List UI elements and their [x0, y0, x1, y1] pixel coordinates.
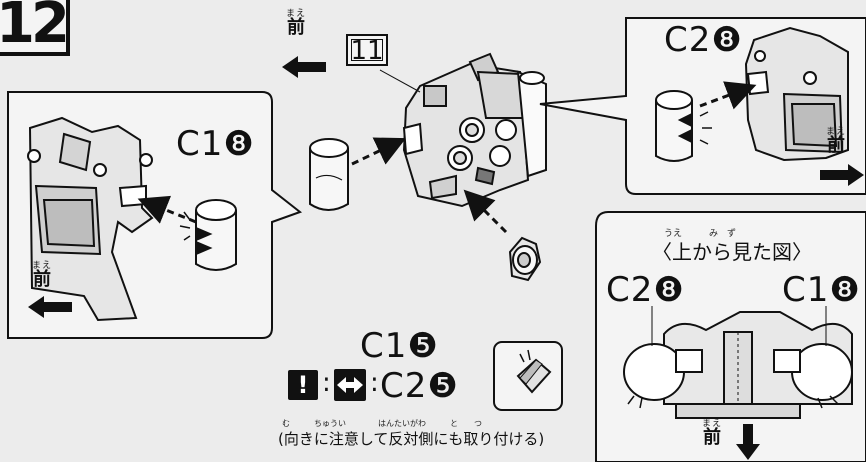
exclamation-icon: !	[288, 370, 318, 400]
step-number: 12	[0, 0, 70, 56]
torso-assembly	[402, 52, 547, 208]
direction-arrow-icon	[820, 164, 864, 186]
front-arrow-right	[820, 164, 864, 186]
reference-step-box: 11	[346, 34, 388, 66]
front-arrow-top	[282, 56, 326, 78]
front-label-right: まえ 前	[826, 128, 846, 155]
note-text: (向きに注意して反対側にも取り付ける)	[278, 430, 545, 448]
right-shoulder-part	[744, 26, 849, 162]
top-view-label-c2-8: C2❽	[606, 270, 685, 310]
front-label-ruby: まえ	[286, 9, 307, 19]
front-label-ruby: まえ	[702, 419, 723, 429]
front-label-text: 前	[703, 427, 721, 448]
front-label-text: 前	[33, 269, 51, 290]
front-label-bottom: まえ 前	[702, 420, 722, 447]
direction-arrow-icon	[736, 424, 760, 460]
front-label-ruby: まえ	[32, 261, 53, 271]
part-code-c1-8: C1❽	[176, 124, 255, 164]
part-code-c1-5: C1❺	[360, 326, 439, 366]
top-view-label-c1-8: C1❽	[782, 270, 861, 310]
front-arrow-left	[28, 296, 72, 318]
front-label-ruby: まえ	[826, 127, 847, 137]
cap-part	[508, 236, 542, 282]
flip-direction-icon	[334, 369, 366, 401]
direction-arrow-icon	[282, 56, 326, 78]
top-view-title: 〈上から見た図〉	[652, 240, 812, 264]
part-code-c2-5: C2❺	[380, 366, 459, 406]
note-ruby: む ちゅうい はんたいがわ と つ	[282, 419, 482, 428]
front-label-text: 前	[287, 17, 305, 38]
center-cylinder-part	[309, 138, 349, 211]
top-view-title-ruby: うえ み ず	[664, 229, 737, 239]
front-arrow-down	[736, 424, 760, 460]
direction-arrow-icon	[28, 296, 72, 318]
colon-1: :	[322, 368, 331, 398]
detail-box	[493, 341, 563, 411]
left-cylinder-part	[179, 199, 237, 271]
right-cylinder-part	[655, 90, 712, 162]
left-shoulder-part	[27, 116, 154, 322]
part-code-c2-8-inset: C2❽	[664, 20, 743, 60]
top-view-drawing	[623, 306, 853, 419]
colon-2: :	[370, 368, 379, 398]
front-label-top: まえ 前	[286, 10, 306, 37]
front-label-text: 前	[827, 135, 845, 156]
front-label-left: まえ 前	[32, 262, 52, 289]
